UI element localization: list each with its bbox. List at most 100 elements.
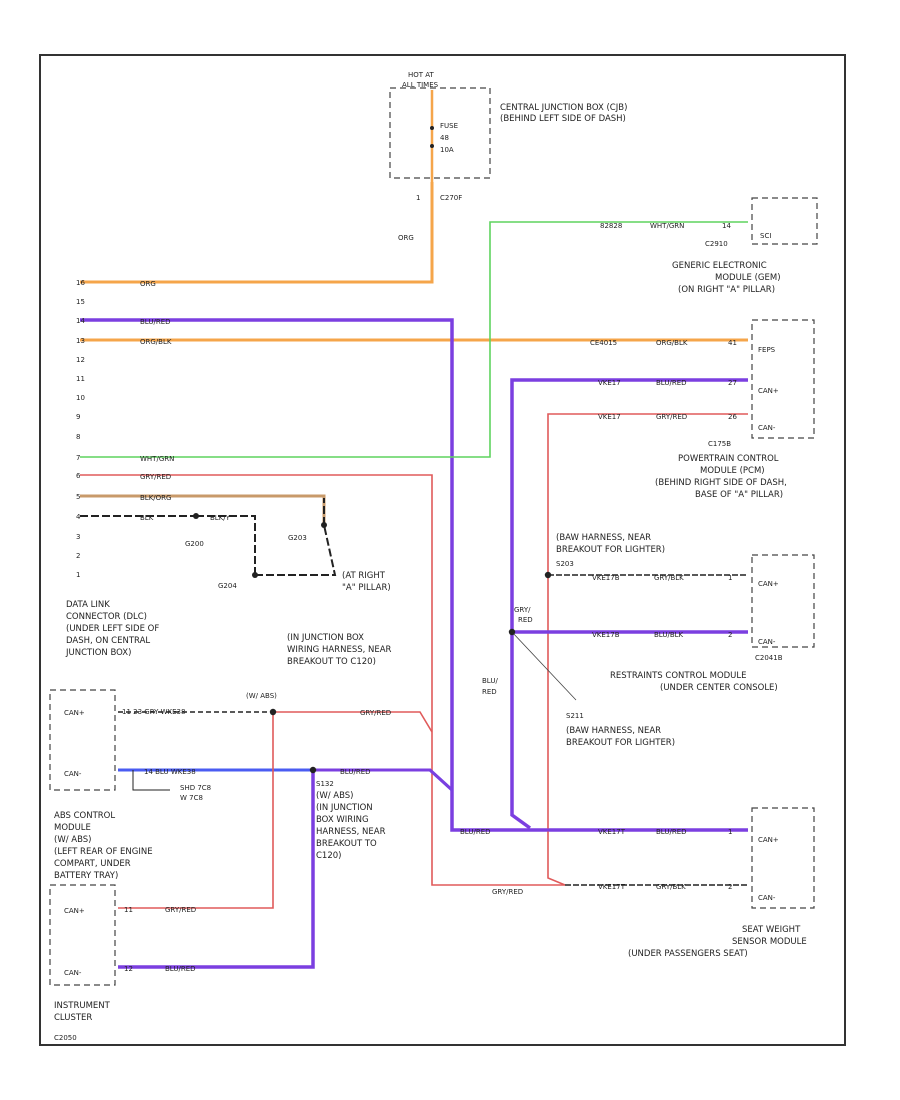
ic-box [49, 884, 116, 986]
pcm-box [751, 319, 815, 439]
dlc-pin: 7 [76, 454, 80, 462]
rcm-box [751, 554, 815, 648]
dlc-wire-13: ORG/BLK [140, 338, 172, 346]
pcm-wire-code-0: CE4015 [590, 339, 617, 347]
gem-box [751, 197, 818, 245]
s211-label-line2: BREAKOUT FOR LIGHTER) [566, 738, 675, 748]
dlc-pin-list: 16 15 14 13 12 11 10 9 8 7 6 5 4 3 2 1 [76, 279, 85, 579]
gem-label-line3: (ON RIGHT "A" PILLAR) [678, 285, 775, 295]
gem-wire-code2: WHT/GRN [650, 222, 684, 230]
rcm-wire-color-0: GRY/BLK [654, 574, 684, 582]
pcm-wire-color-0: ORG/BLK [656, 339, 688, 347]
sws-wire-code-0: VKE17T [598, 828, 626, 836]
s132-line6: C120) [316, 851, 341, 861]
abs-label-line6: BATTERY TRAY) [54, 871, 118, 881]
pcm-pin-num-1: 27 [728, 379, 737, 387]
abs-label-line4: (LEFT REAR OF ENGINE [54, 847, 153, 857]
rcm-label-line1: RESTRAINTS CONTROL MODULE [610, 671, 747, 681]
rcm-pin-num-1: 2 [728, 631, 732, 639]
jb-wire: ORG [398, 234, 414, 242]
jb-pin: 1 [416, 194, 420, 202]
gry-red-low-label: GRY/RED [492, 888, 523, 896]
dlc-label-line5: JUNCTION BOX) [65, 648, 131, 658]
s145-line3: BREAKOUT TO C120) [287, 657, 376, 667]
rcm-pin-can-minus: CAN- [758, 638, 776, 646]
abs-box [49, 689, 116, 791]
jb-connector: C270F [440, 194, 462, 202]
wire-pcm-can-minus [547, 413, 748, 886]
fuse-icon-b [430, 144, 434, 148]
s211-label: S211 [566, 712, 584, 720]
s211-label-line1: (BAW HARNESS, NEAR [566, 726, 661, 736]
ground-g203-dot [321, 522, 327, 528]
s211-blu-red-line1: BLU/ [482, 677, 498, 685]
pcm-pin-num-0: 41 [728, 339, 737, 347]
wire-blk-ground [80, 498, 337, 576]
s132-line3: BOX WIRING [316, 815, 369, 825]
abs-label-line2: MODULE [54, 823, 91, 833]
wire-org-jb-dlc [80, 182, 434, 284]
dlc-pin: 16 [76, 279, 85, 287]
ground-g200-dot [193, 513, 199, 519]
ic-pin-can-plus: CAN+ [64, 907, 85, 915]
s132-label: S132 [316, 780, 334, 788]
dlc-pin: 1 [76, 571, 80, 579]
ground-g203-line2: "A" PILLAR) [342, 583, 391, 593]
ground-g204-label: G204 [218, 582, 237, 590]
dlc-pin: 5 [76, 493, 80, 501]
ic-wire-color-1: BLU/RED [165, 965, 196, 973]
dlc-pin: 10 [76, 394, 85, 402]
pcm-pin-can-plus: CAN+ [758, 387, 779, 395]
s211-gry-red-line2: RED [518, 616, 533, 624]
s203-label-line2: BREAKOUT FOR LIGHTER) [556, 545, 665, 555]
pcm-connector: C175B [708, 440, 731, 448]
dlc-wire-14: BLU/RED [140, 318, 171, 326]
dlc-pin: 3 [76, 533, 80, 541]
abs-label-line5: COMPART, UNDER [54, 859, 131, 869]
rcm-wire-code-0: VKE17B [592, 574, 620, 582]
dlc-pin: 15 [76, 298, 85, 306]
dlc-label-line2: CONNECTOR (DLC) [66, 612, 147, 622]
s203-label-line1: (BAW HARNESS, NEAR [556, 533, 651, 543]
pcm-label-line4: BASE OF "A" PILLAR) [695, 490, 783, 500]
dlc-pin: 14 [76, 317, 85, 325]
abs-label-line1: ABS CONTROL [54, 811, 115, 821]
splice-s132-dot [309, 766, 317, 774]
wire-wht-grn-gem [80, 221, 748, 458]
blu-red-mid-label: BLU/RED [340, 768, 371, 776]
rcm-pin-can-plus: CAN+ [758, 580, 779, 588]
s211-gry-red-line1: GRY/ [514, 606, 531, 614]
pcm-label-line2: MODULE (PCM) [700, 466, 765, 476]
jb-fuse-line3: 10A [440, 146, 454, 154]
s203-label: S203 [556, 560, 574, 568]
dlc-label-line1: DATA LINK [66, 600, 110, 610]
sws-wire-code-1: VKE17T [598, 883, 626, 891]
gem-label-line1: GENERIC ELECTRONIC [672, 261, 767, 271]
wire-blk-org-dlc [80, 494, 326, 525]
dlc-pin: 11 [76, 375, 85, 383]
gem-pin-num: 14 [722, 222, 731, 230]
s211-blu-red-line2: RED [482, 688, 497, 696]
gry-red-top-label: GRY/RED [360, 709, 391, 717]
wire-ic-can-minus [118, 770, 315, 969]
sws-pin-num-1: 2 [728, 883, 732, 891]
dlc-pin: 8 [76, 433, 80, 441]
rcm-label-line2: (UNDER CENTER CONSOLE) [660, 683, 778, 693]
jb-fuse-line2: 48 [440, 134, 449, 142]
rcm-pin-num-0: 1 [728, 574, 732, 582]
abs-via-line2: W 7C8 [180, 794, 203, 802]
s145-line1: (IN JUNCTION BOX [287, 633, 364, 643]
abs-wire2-line: 14 BLU WKE38 [144, 768, 196, 776]
s145-line2: WIRING HARNESS, NEAR [287, 645, 392, 655]
gem-pin-in: SCI [760, 232, 771, 240]
wire-ic-can-plus [118, 712, 274, 909]
leader-s211 [511, 631, 577, 701]
ic-wire-color-0: GRY/RED [165, 906, 196, 914]
dlc-wire-16: ORG [140, 280, 156, 288]
sws-wire-color-1: GRY/BLK [656, 883, 686, 891]
rcm-wire-color-1: BLU/BLK [654, 631, 684, 639]
sws-box [751, 807, 815, 909]
wire-abs-can-minus-purple [313, 768, 454, 792]
pcm-label-line1: POWERTRAIN CONTROL [678, 454, 779, 464]
